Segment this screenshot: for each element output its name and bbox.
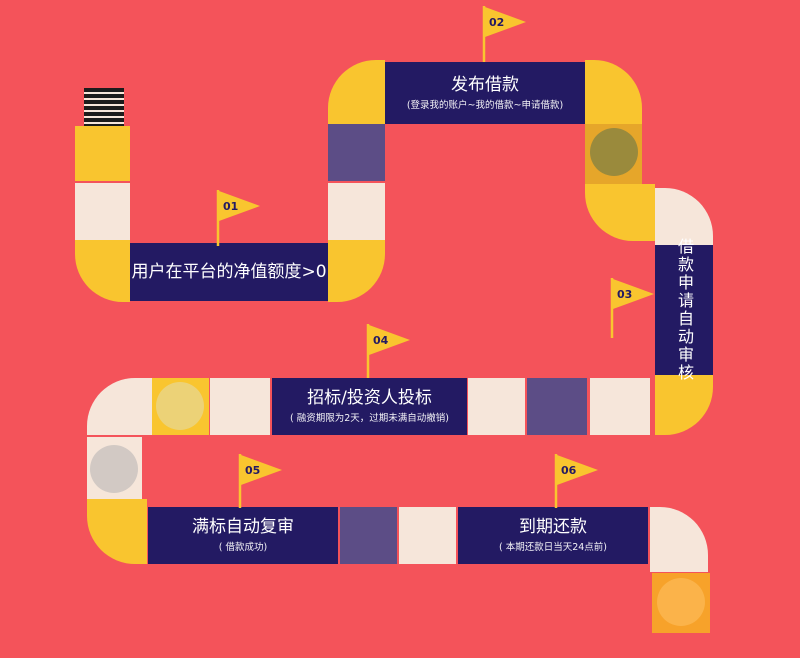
path-tile	[590, 378, 650, 435]
path-token	[590, 128, 638, 176]
step-title: 招标/投资人投标	[307, 388, 432, 408]
flag-icon: 02	[482, 6, 526, 62]
flag-icon: 06	[554, 454, 598, 508]
step-title: 到期还款	[519, 517, 587, 537]
flag-number: 05	[245, 464, 260, 477]
step-box-5: 满标自动复审 ( 借款成功)	[148, 507, 338, 564]
step-title: 借款申请自动审核	[675, 238, 694, 382]
path-tile	[75, 240, 130, 302]
path-tile	[585, 184, 655, 241]
path-tile	[585, 60, 642, 124]
step-box-1: 用户在平台的净值额度>0	[130, 243, 328, 301]
step-note: ( 融资期限为2天，过期未满自动撤销)	[290, 413, 449, 424]
path-tile	[655, 188, 713, 245]
flag-number: 06	[561, 464, 577, 477]
path-tile	[399, 507, 456, 564]
flag-icon: 03	[610, 278, 654, 338]
path-tile	[328, 240, 385, 302]
path-token	[90, 445, 138, 493]
path-tile	[87, 499, 147, 564]
path-token	[657, 578, 705, 626]
step-title: 满标自动复审	[192, 517, 294, 537]
path-tile	[75, 126, 130, 181]
path-tile	[210, 378, 270, 435]
step-note: ( 本期还款日当天24点前)	[498, 542, 608, 553]
path-tile	[340, 507, 397, 564]
flag-number: 04	[373, 334, 389, 347]
path-tile	[328, 124, 385, 181]
step-note: ( 借款成功)	[218, 542, 268, 553]
flag-icon: 04	[366, 324, 410, 378]
step-box-3: 借款申请自动审核	[655, 238, 713, 382]
flag-number: 03	[617, 288, 632, 301]
flag-icon: 05	[238, 454, 282, 508]
step-box-2: 发布借款 (登录我的账户~我的借款~申请借款)	[385, 62, 585, 124]
flag-number: 01	[223, 200, 238, 213]
path-tile	[75, 183, 130, 240]
step-title: 发布借款	[451, 74, 519, 95]
step-box-6: 到期还款 ( 本期还款日当天24点前)	[458, 507, 648, 564]
path-tile	[655, 375, 713, 435]
flag-number: 02	[489, 16, 504, 29]
step-box-4: 招标/投资人投标 ( 融资期限为2天，过期未满自动撤销)	[272, 378, 467, 435]
path-tile	[87, 378, 152, 435]
flag-icon: 01	[216, 190, 260, 246]
path-tile	[328, 183, 385, 240]
path-tile	[328, 60, 385, 124]
finish-stripes-icon	[84, 88, 124, 126]
path-token	[156, 382, 204, 430]
path-tile	[650, 507, 708, 572]
path-tile	[527, 378, 587, 435]
step-note: (登录我的账户~我的借款~申请借款)	[406, 99, 564, 111]
path-tile	[468, 378, 525, 435]
step-title: 用户在平台的净值额度>0	[131, 262, 327, 282]
